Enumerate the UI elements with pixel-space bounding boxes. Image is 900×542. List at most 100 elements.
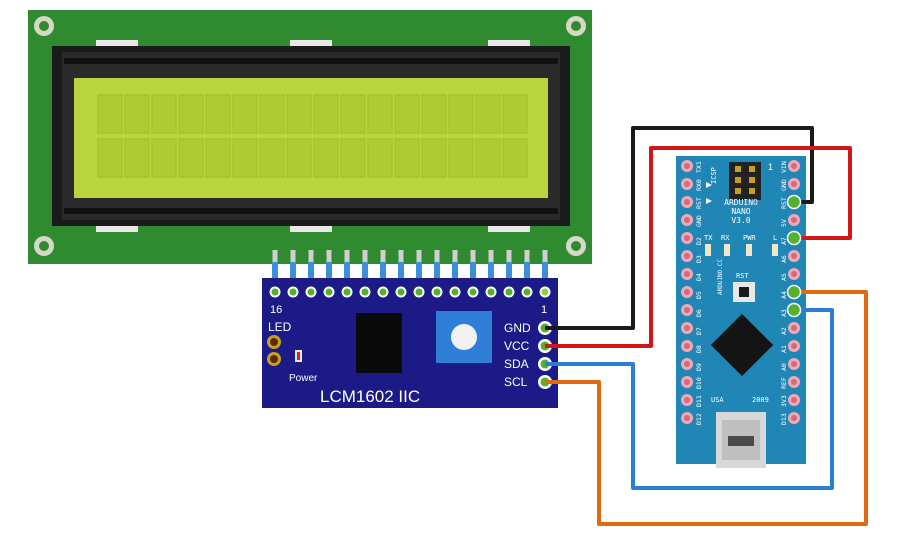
nano-left-pin-hole [684,289,690,295]
iic-pad-center [271,288,279,296]
icsp-pin [735,166,741,172]
nano-pin-label-right: A2 [780,327,788,335]
lcd-char-cell [367,138,393,178]
wire-end [786,284,802,300]
iic-pin-label-gnd: GND [504,321,531,335]
lcd-header-pins [272,250,548,290]
lcd-pin-wire [506,262,512,290]
icsp-pin [735,188,741,194]
lcd-char-cell [286,138,312,178]
lcd-char-cell [313,94,339,134]
nano-left-pin-hole [684,199,690,205]
iic-pad-center [343,288,351,296]
lcd-pin-wire [434,262,440,290]
pin-marker-icon-2 [706,198,712,204]
lcd-pin [290,250,296,264]
lcd-char-cell [286,94,312,134]
rst-label: RST [736,272,749,280]
lcd-char-cell [232,94,258,134]
potentiometer-icon [436,311,492,363]
lcd-pin-wire [272,262,278,290]
led-label-tx: TX [704,234,713,242]
nano-pin-label-right: A1 [780,345,788,353]
wire-endpoints [786,194,802,318]
icsp-pin [749,177,755,183]
nano-pin-label-left: TX1 [695,161,703,173]
reset-button-icon[interactable] [733,282,755,302]
icsp-label: ICSP [710,167,718,184]
usb-port-icon[interactable] [716,412,766,468]
icsp-header [729,162,761,200]
lcd-pin [524,250,530,264]
iic-pad-center [325,288,333,296]
lcd-pin-wire [290,262,296,290]
nano-pin-label-left: D6 [695,309,703,317]
nano-pin-label-right: D13 [780,413,788,425]
lcd-pin [488,250,494,264]
lcd-char-cell [340,94,366,134]
nano-left-pin-hole [684,307,690,313]
lcd-character-grid [97,94,528,178]
wire-end [786,194,802,210]
nano-name-line2: NANO [731,207,750,216]
nano-right-pin-hole [791,415,797,421]
icsp-pin1-label: 1 [768,162,773,172]
lcd-pin-wire [344,262,350,290]
wire-scl [545,290,868,526]
wire-end [786,302,802,318]
nano-left-pin-hole [684,181,690,187]
iic-pin-label-sda: SDA [504,357,529,371]
nano-pin-label-right: A5 [780,273,788,281]
nano-version: V3.0 [731,216,750,225]
nano-right-pin-hole [791,253,797,259]
nano-pin-label-left: D9 [695,363,703,371]
lcd-pin [542,250,548,264]
led-jumper [267,335,281,366]
iic-pad-center [379,288,387,296]
microcontroller-chip [710,313,774,377]
wire-vcc [545,146,852,348]
icsp-pin [749,166,755,172]
nano-pin-label-right: REF [780,377,788,389]
iic-pad-center [451,288,459,296]
lcd-pin-wire [452,262,458,290]
lcd-mounting-holes [34,16,586,256]
iic-pad-center [487,288,495,296]
iic-pin-label-scl: SCL [504,375,528,389]
iic-pad-center [433,288,441,296]
nano-pin-label-left: D10 [695,377,703,389]
nano-left-pin-hole [684,253,690,259]
power-label: Power [289,373,318,384]
lcd-char-cell [448,138,474,178]
nano-left-pin-hole [684,361,690,367]
nano-right-pin-hole [791,361,797,367]
nano-header-pins: TX1RX0RSTGNDD2D3D4D5D6D7D8D9D10D11D12VIN… [681,160,800,425]
nano-pin-label-left: D5 [695,291,703,299]
nano-pin-label-right: A3 [780,309,788,317]
nano-pin-label-right: VIN [780,161,788,173]
iic-module-title: LCM1602 IIC [320,387,420,406]
lcd-char-cell [124,94,150,134]
nano-left-pin-hole [684,343,690,349]
led-label-pwr: PWR [743,234,756,242]
lcd-pin-16-label: 16 [270,304,282,316]
lcd-pin [272,250,278,264]
lcd-pin [434,250,440,264]
nano-left-pin-hole [684,325,690,331]
nano-site: ARDUINO.CC [717,258,724,295]
iic-pad-center [361,288,369,296]
nano-right-pin-hole [791,379,797,385]
lcd-char-cell [151,138,177,178]
wire-sda [545,308,834,490]
nano-pin-label-left: D7 [695,327,703,335]
lcd-pin-wire [362,262,368,290]
nano-year: 2009 [752,396,769,404]
nano-right-pin-hole [791,181,797,187]
nano-left-pin-hole [684,397,690,403]
lcd-module [28,10,592,264]
nano-right-pin-hole [791,343,797,349]
lcd-pin-wire [524,262,530,290]
nano-pin-label-right: A4 [780,291,788,299]
arduino-nano: ICSP 1 ARDUINO NANO V3.0 TX RX PWR L ARD… [676,156,806,468]
